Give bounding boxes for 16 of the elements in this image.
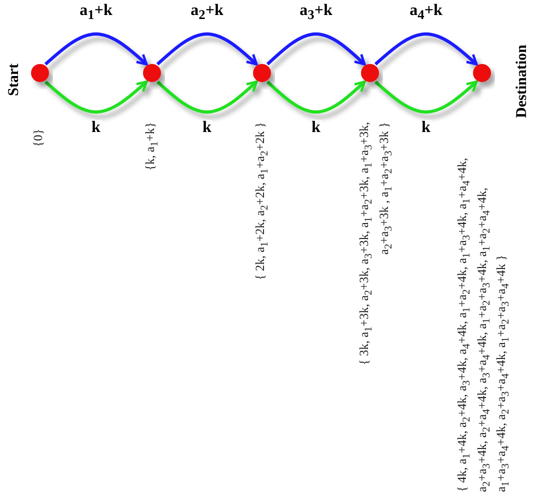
node-circle (143, 64, 161, 82)
arrow (156, 80, 258, 114)
set-label: {0} (31, 128, 46, 147)
arrow (156, 32, 258, 66)
arrow (374, 32, 478, 66)
arrow (374, 80, 478, 114)
node-circle (361, 64, 379, 82)
node-label: Destination (515, 44, 530, 118)
node-circle (473, 64, 491, 82)
arrow (44, 80, 148, 114)
arrow (44, 32, 148, 66)
node-label: Start (7, 62, 22, 96)
node-circle (31, 64, 49, 82)
arrow (266, 80, 366, 114)
node-circle (253, 64, 271, 82)
arrow (266, 32, 366, 66)
